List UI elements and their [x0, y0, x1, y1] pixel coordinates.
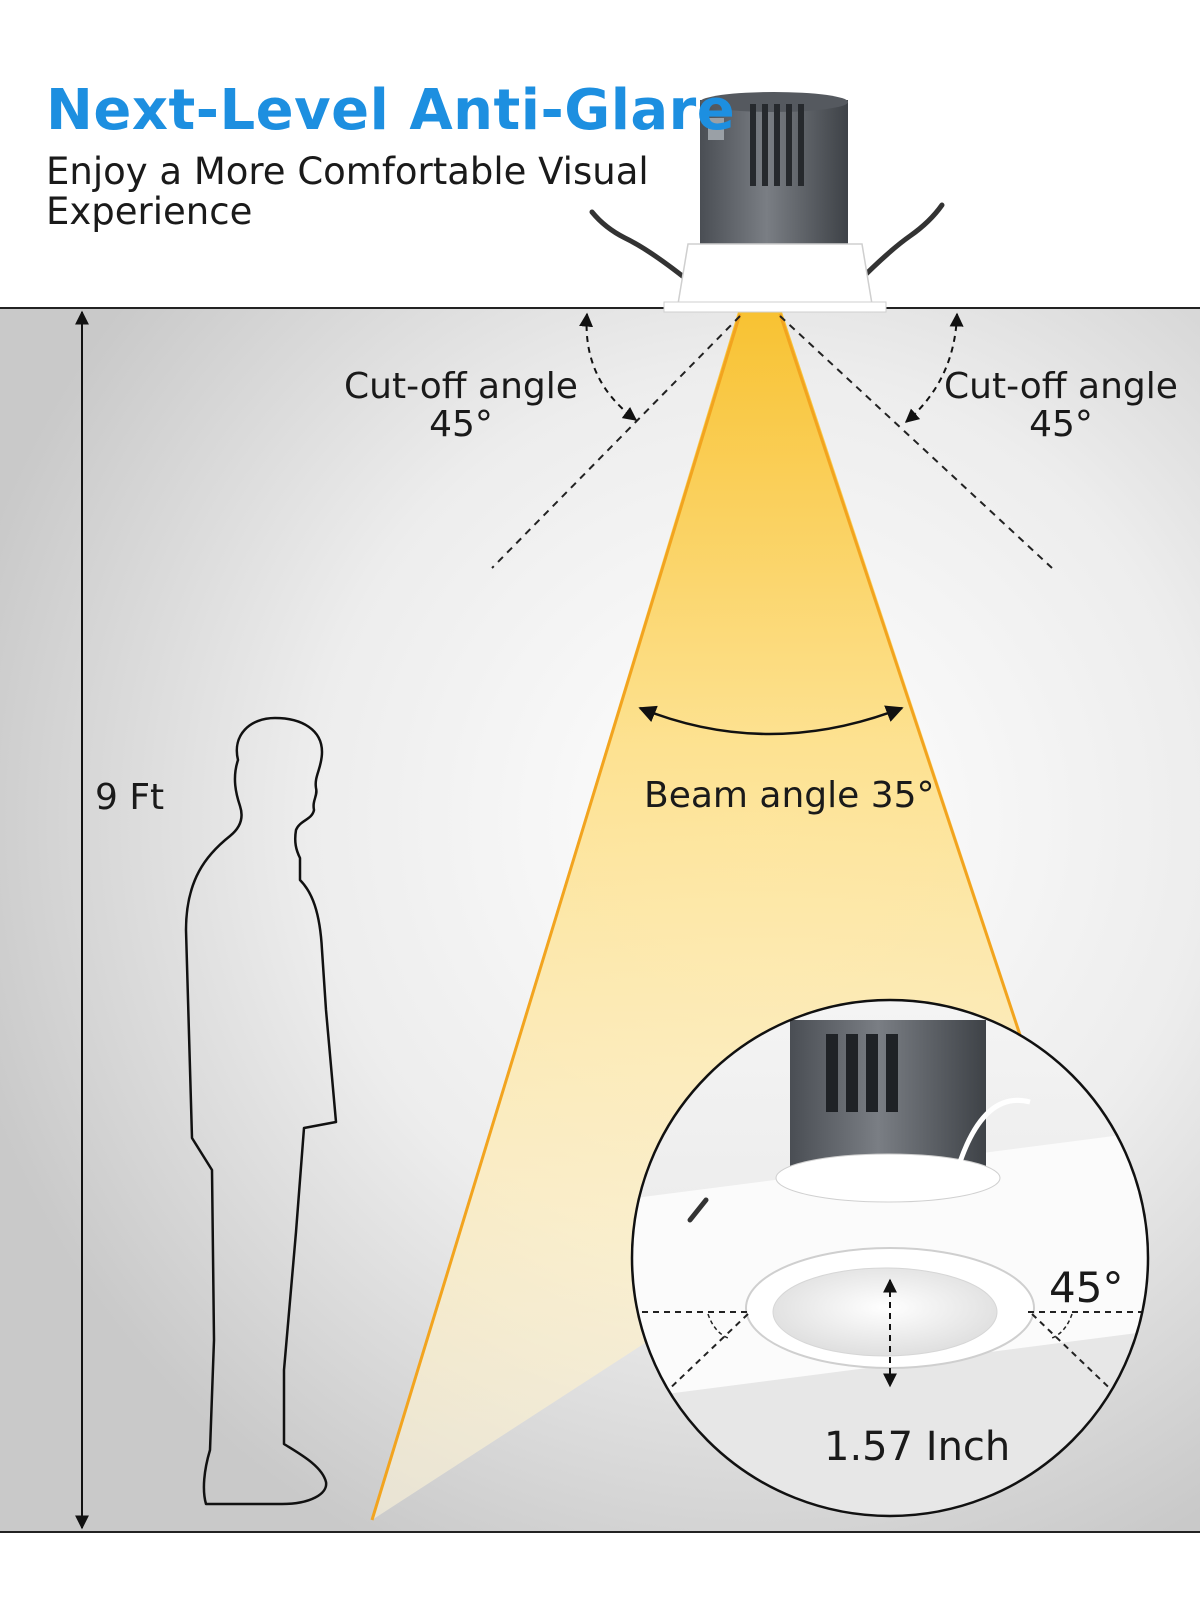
- cutoff-angle-label-right: Cut-off angle 45°: [944, 368, 1178, 444]
- beam-edge-right: [778, 313, 1032, 1066]
- spring-clip-right: [855, 202, 945, 285]
- spring-clip-left: [589, 209, 693, 285]
- cutoff-label-text: Cut-off angle: [344, 366, 578, 407]
- cutoff-label-text: Cut-off angle: [944, 366, 1178, 407]
- cutoff-label-value: 45°: [429, 404, 493, 445]
- cutoff-angle-label-left: Cut-off angle 45°: [344, 368, 578, 444]
- cutoff-label-value: 45°: [1029, 404, 1093, 445]
- inset-angle-label: 45°: [1049, 1263, 1124, 1312]
- beam-edge-left: [370, 313, 742, 1521]
- person-silhouette: [184, 716, 338, 1506]
- beam-angle-label: Beam angle 35°: [644, 775, 935, 816]
- beam-angle-arc: [638, 705, 904, 736]
- downlight-fixture: [589, 92, 945, 313]
- inset-depth-label: 1.57 Inch: [824, 1424, 1011, 1470]
- light-beam: [372, 312, 1030, 1520]
- cutoff-line-left: [491, 315, 741, 569]
- page-subtitle: Enjoy a More Comfortable Visual Experien…: [46, 150, 649, 233]
- cutoff-arc-right: [904, 312, 964, 423]
- cutoff-arc-left: [579, 312, 638, 421]
- inset-detail: [630, 998, 1150, 1518]
- heat-sink-fins: [750, 104, 804, 186]
- fixture-trim: [677, 243, 873, 305]
- inset-aperture: [772, 1267, 998, 1357]
- page-title: Next-Level Anti-Glare: [46, 78, 736, 143]
- cutoff-line-right: [779, 315, 1053, 569]
- ceiling-height-label: 9 Ft: [95, 777, 165, 818]
